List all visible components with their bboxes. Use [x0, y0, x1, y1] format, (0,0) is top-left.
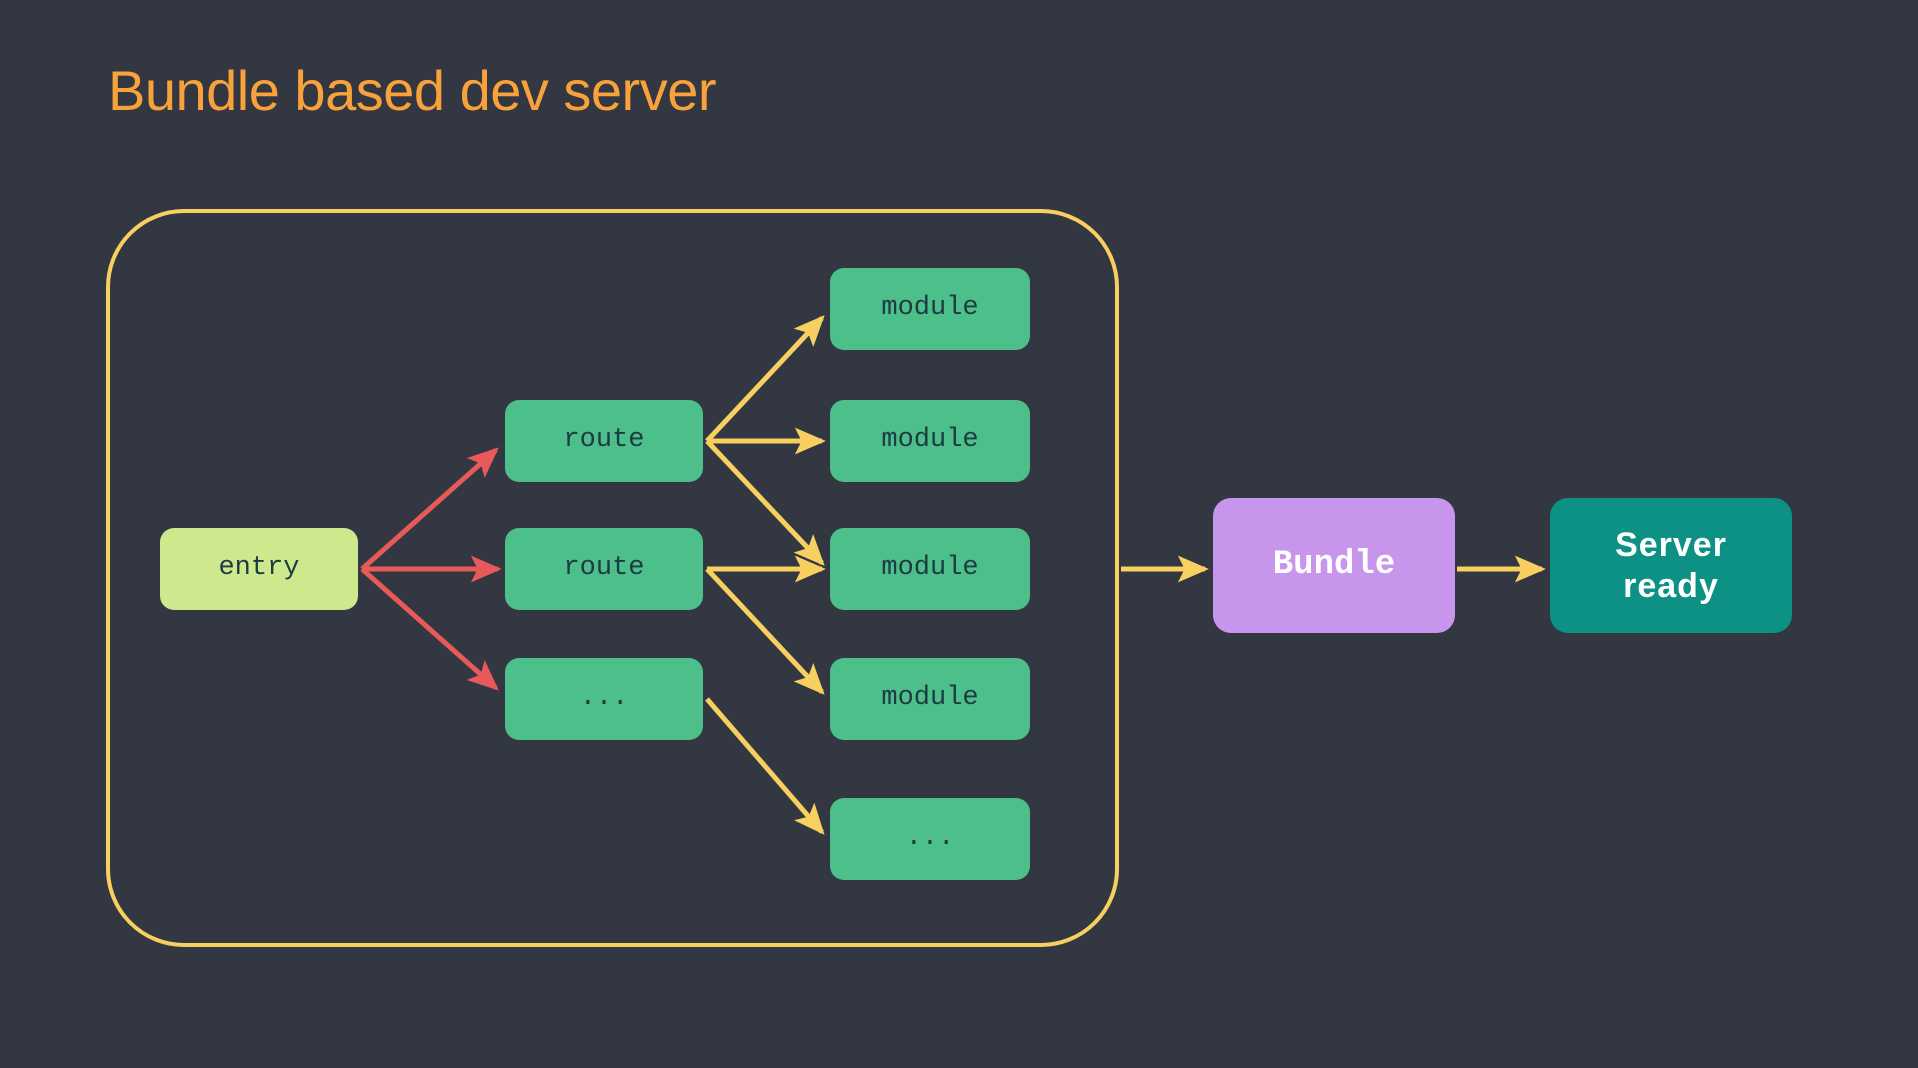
node-route-2[interactable]: route — [505, 528, 703, 610]
node-server-ready[interactable]: Server ready — [1550, 498, 1792, 633]
dev-server-group-container — [106, 209, 1119, 947]
node-bundle[interactable]: Bundle — [1213, 498, 1455, 633]
node-entry[interactable]: entry — [160, 528, 358, 610]
node-module-2[interactable]: module — [830, 400, 1030, 482]
node-module-1[interactable]: module — [830, 268, 1030, 350]
node-module-3[interactable]: module — [830, 528, 1030, 610]
node-route-ellipsis[interactable]: ... — [505, 658, 703, 740]
node-module-ellipsis[interactable]: ... — [830, 798, 1030, 880]
node-route-1[interactable]: route — [505, 400, 703, 482]
node-module-4[interactable]: module — [830, 658, 1030, 740]
page-title: Bundle based dev server — [108, 59, 717, 122]
